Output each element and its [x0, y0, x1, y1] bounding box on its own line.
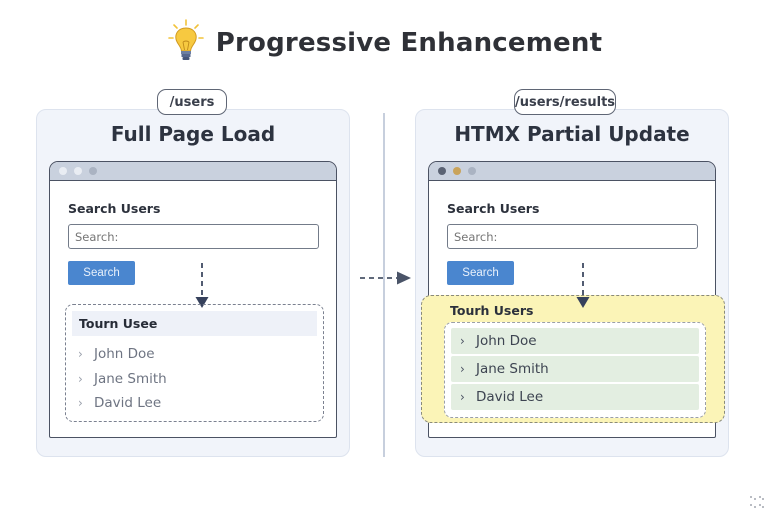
list-item[interactable]: › Jane Smith [78, 367, 167, 392]
user-name: Jane Smith [94, 370, 167, 387]
chevron-right-icon: › [460, 334, 465, 348]
panel-heading: Full Page Load [110, 122, 276, 146]
chevron-right-icon: › [78, 396, 83, 411]
results-container: Tourn Usee › John Doe › Jane Smith › Dav… [65, 304, 324, 422]
window-dot-icon [453, 167, 461, 175]
browser-titlebar [429, 162, 715, 181]
list-item[interactable]: › Jane Smith [451, 356, 699, 382]
list-item[interactable]: › David Lee [451, 384, 699, 410]
dashed-arrow-right-icon [360, 271, 411, 285]
search-input[interactable] [447, 224, 698, 249]
htmx-swap-target: Tourh Users › John Doe › Jane Smith › Da… [421, 295, 725, 423]
search-form-label: Search Users [68, 201, 161, 216]
user-name: Jane Smith [476, 361, 549, 377]
window-dot-icon [59, 167, 67, 175]
title-row: Progressive Enhancement [0, 18, 768, 68]
route-tag: /users [157, 89, 227, 115]
panel-heading: HTMX Partial Update [454, 122, 690, 146]
chevron-right-icon: › [78, 347, 83, 362]
browser-titlebar [50, 162, 336, 181]
user-name: David Lee [476, 389, 544, 405]
page-title: Progressive Enhancement [215, 28, 603, 58]
htmx-partial-update-panel: /users/results HTMX Partial Update Searc… [415, 89, 729, 457]
results-header: Tourh Users [450, 303, 534, 318]
window-dot-icon [74, 167, 82, 175]
window-dot-icon [468, 167, 476, 175]
chevron-right-icon: › [460, 362, 465, 376]
search-input[interactable] [68, 224, 319, 249]
window-dot-icon [438, 167, 446, 175]
user-name: John Doe [476, 333, 537, 349]
search-form-label: Search Users [447, 201, 540, 216]
route-tag: /users/results [514, 89, 616, 115]
chevron-right-icon: › [460, 390, 465, 404]
browser-window: Search Users Search Tourn Usee › John Do… [49, 161, 337, 438]
dashed-arrow-down-icon [195, 263, 209, 308]
lightbulb-icon [167, 19, 204, 60]
user-name: John Doe [94, 346, 155, 363]
list-item[interactable]: › John Doe [451, 328, 699, 354]
list-item[interactable]: › David Lee [78, 391, 167, 416]
search-button[interactable]: Search [68, 261, 135, 285]
browser-window: Search Users Search Tourh Users › John D… [421, 161, 725, 438]
window-dot-icon [89, 167, 97, 175]
results-header: Tourn Usee [72, 311, 317, 336]
corner-watermark-icon [750, 496, 764, 508]
chevron-right-icon: › [78, 371, 83, 386]
list-item[interactable]: › John Doe [78, 342, 167, 367]
user-name: David Lee [94, 395, 162, 412]
results-list: › John Doe › Jane Smith › David Lee [444, 322, 706, 418]
panel-divider [383, 113, 385, 457]
results-list: › John Doe › Jane Smith › David Lee [78, 342, 167, 416]
full-page-load-panel: /users Full Page Load Search Users Searc… [36, 89, 350, 457]
search-button[interactable]: Search [447, 261, 514, 285]
dashed-arrow-down-icon [576, 263, 590, 308]
